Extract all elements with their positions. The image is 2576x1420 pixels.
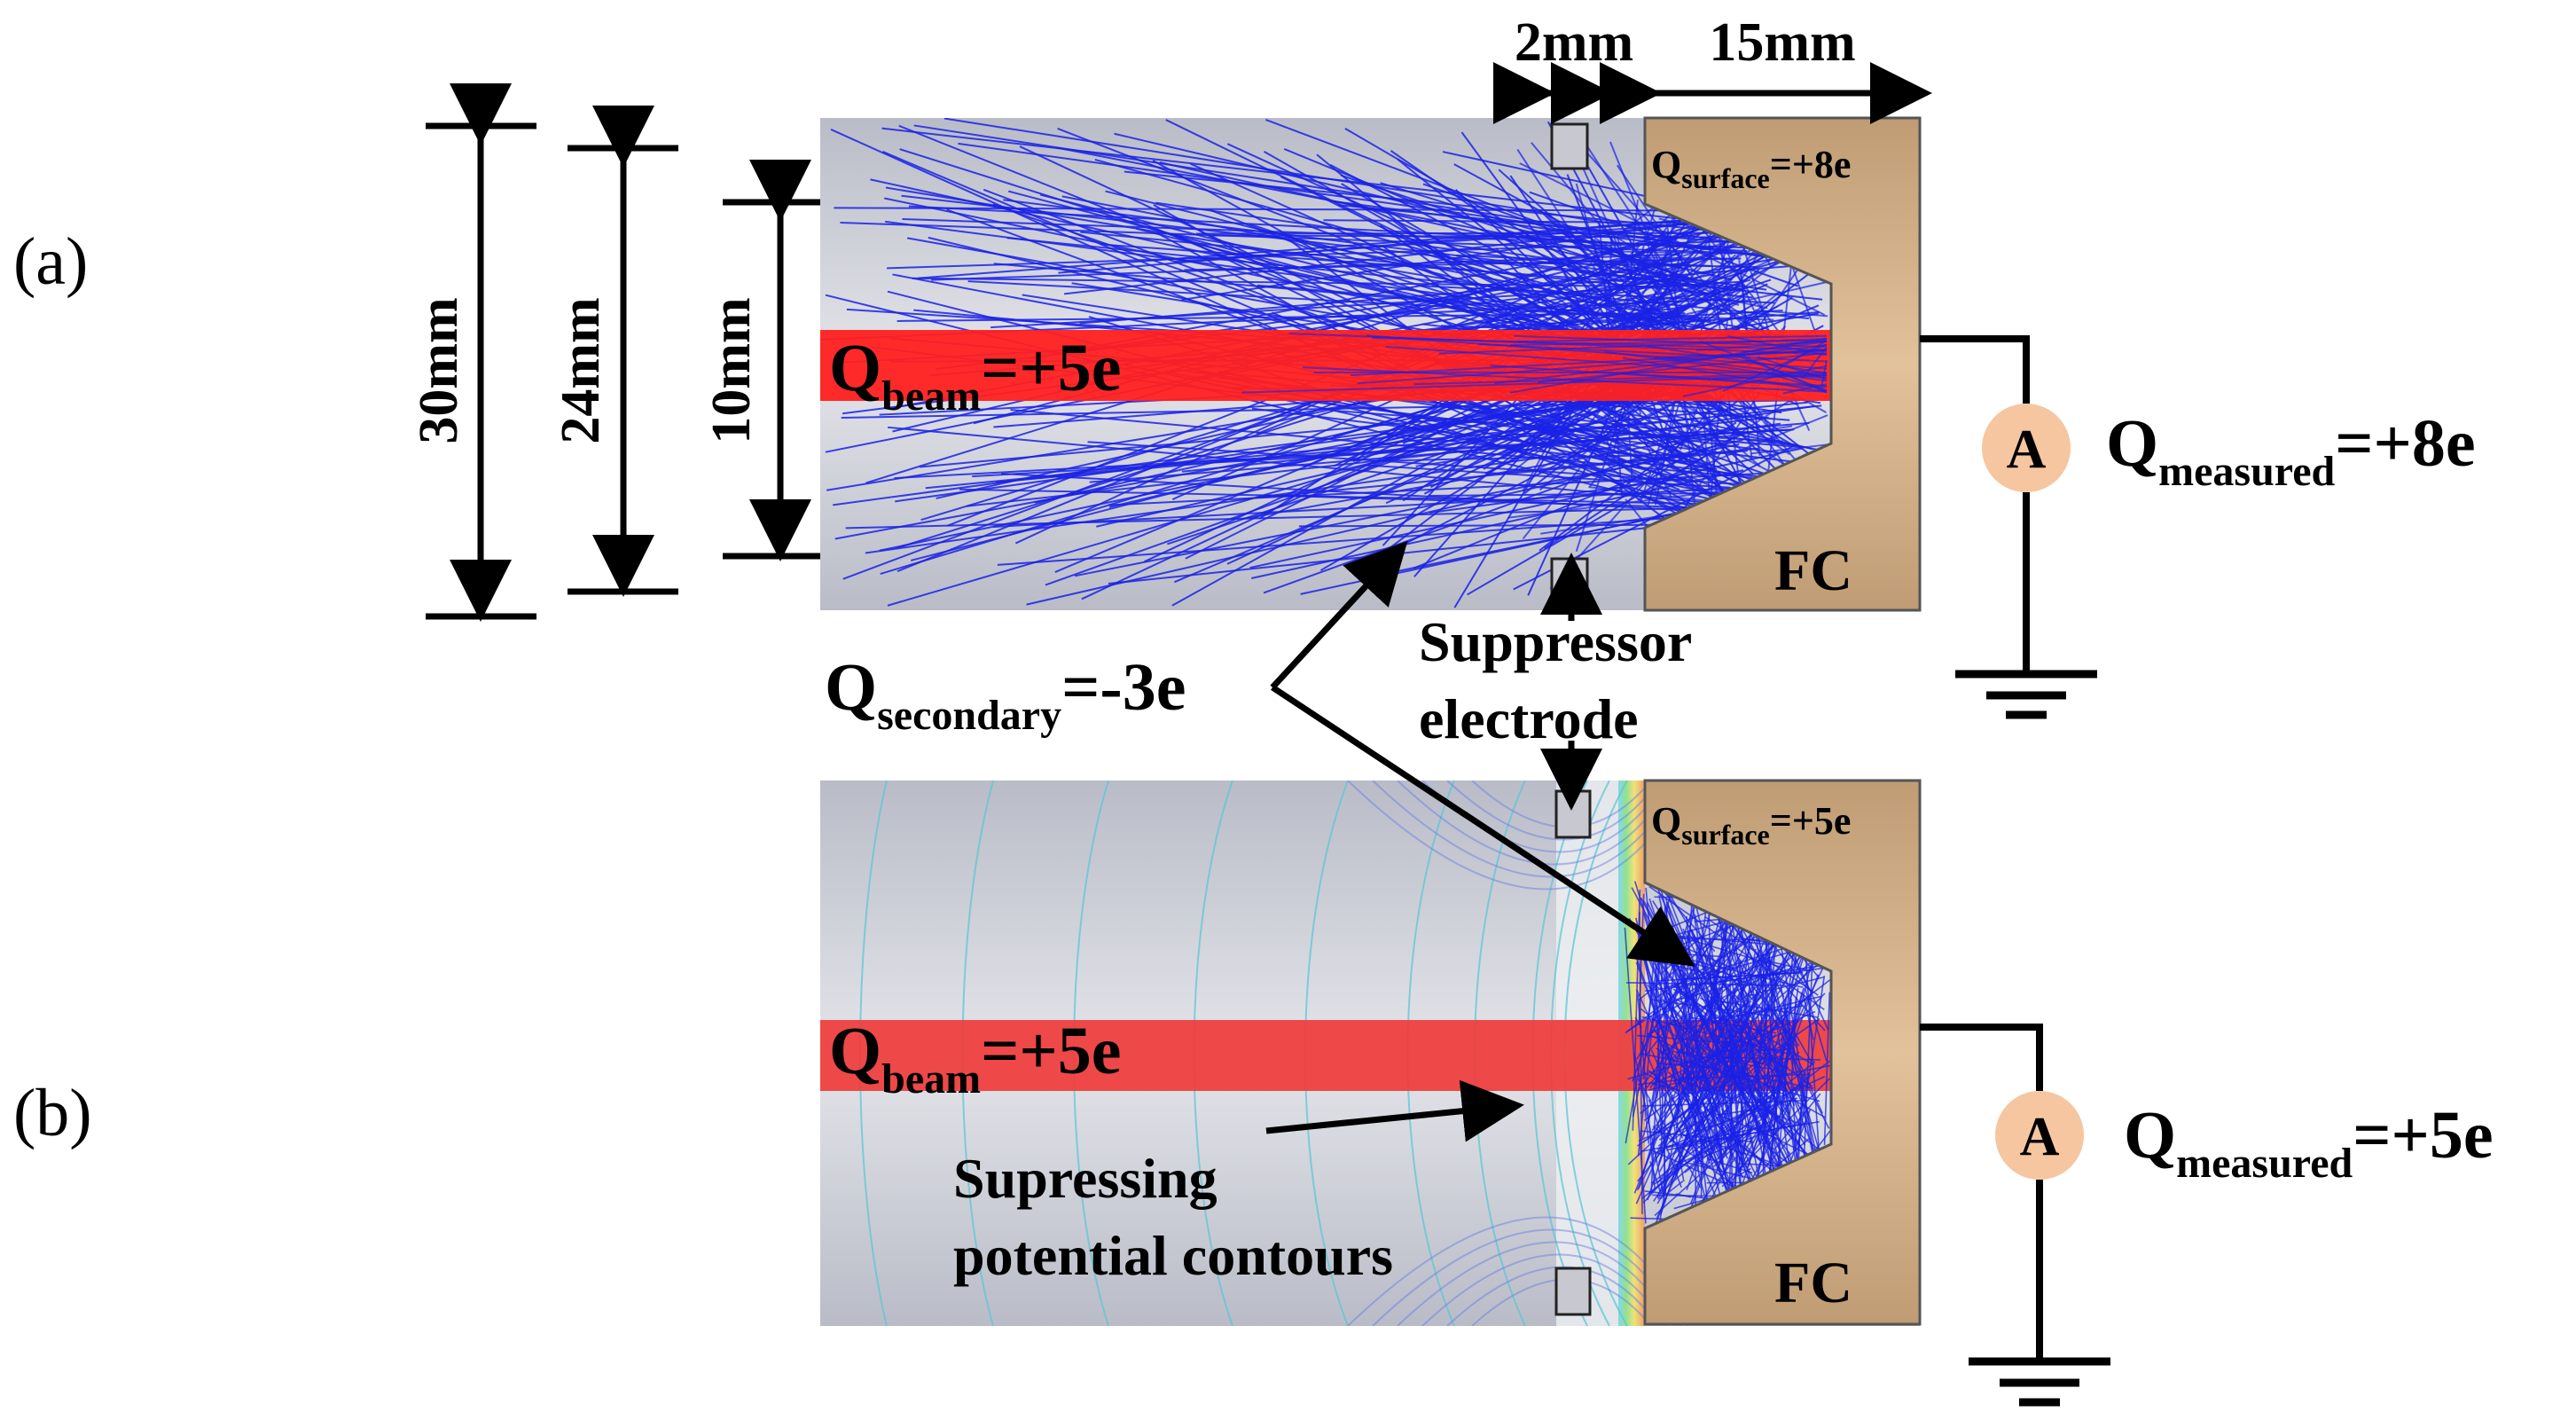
wire-b (1920, 1024, 2043, 1091)
ammeter-label-b: A (2020, 1107, 2060, 1167)
beam-trajectory-overlay-a (1241, 333, 1828, 397)
contours-label-line2: potential contours (953, 1224, 1393, 1287)
contours-label-line1: Supressing (953, 1147, 1218, 1210)
ammeter-label-a: A (2007, 420, 2047, 480)
measured-charge-a: Qmeasured=+8e (2106, 406, 2476, 495)
ground-icon-b (1969, 1357, 2110, 1407)
panel-b: A (b) Qbeam=+5e Qsurface=+5e FC Qmeasure… (13, 779, 2494, 1407)
dimension-24mm: 24mm (551, 297, 611, 443)
annotation-arrows (1265, 540, 1695, 1142)
suppressor-label-line2: electrode (1419, 687, 1639, 750)
secondary-charge-label: Qsecondary=-3e (825, 650, 1186, 739)
ammeter-a (1982, 404, 2071, 492)
secondary-electron-trajectories-b (1624, 878, 1832, 1233)
surface-charge-b: Qsurface=+5e (1651, 799, 1851, 851)
measured-charge-b: Qmeasured=+5e (2124, 1098, 2494, 1187)
fc-label-b: FC (1774, 1251, 1852, 1315)
dimension-10mm: 10mm (701, 297, 762, 443)
fc-label-a: FC (1774, 538, 1852, 603)
dimension-markers (426, 62, 1932, 622)
beam-charge-a: Qbeam=+5e (829, 331, 1121, 420)
dimension-30mm: 30mm (409, 297, 469, 443)
panel-label-b: (b) (13, 1076, 92, 1150)
faraday-cup-a (1643, 116, 1922, 612)
panel-label-a: (a) (13, 224, 88, 299)
suppressor-electrode-bottom-b (1554, 1267, 1592, 1316)
surface-charge-a: Qsurface=+8e (1651, 143, 1851, 194)
dimension-15mm: 15mm (1709, 12, 1855, 73)
faraday-cup-b (1643, 779, 1922, 1326)
suppressor-label-line1: Suppressor (1419, 610, 1692, 673)
dimension-2mm: 2mm (1515, 12, 1633, 73)
panel-a: A (a) Qbeam=+5e Qsurface=+8e FC Qmeasure… (13, 116, 2476, 719)
suppressor-electrode-top-a (1550, 122, 1589, 170)
wire-a (1920, 335, 2030, 404)
ground-icon-a (1955, 670, 2097, 719)
ammeter-b (1995, 1091, 2084, 1180)
beam-charge-b: Qbeam=+5e (829, 1014, 1121, 1102)
